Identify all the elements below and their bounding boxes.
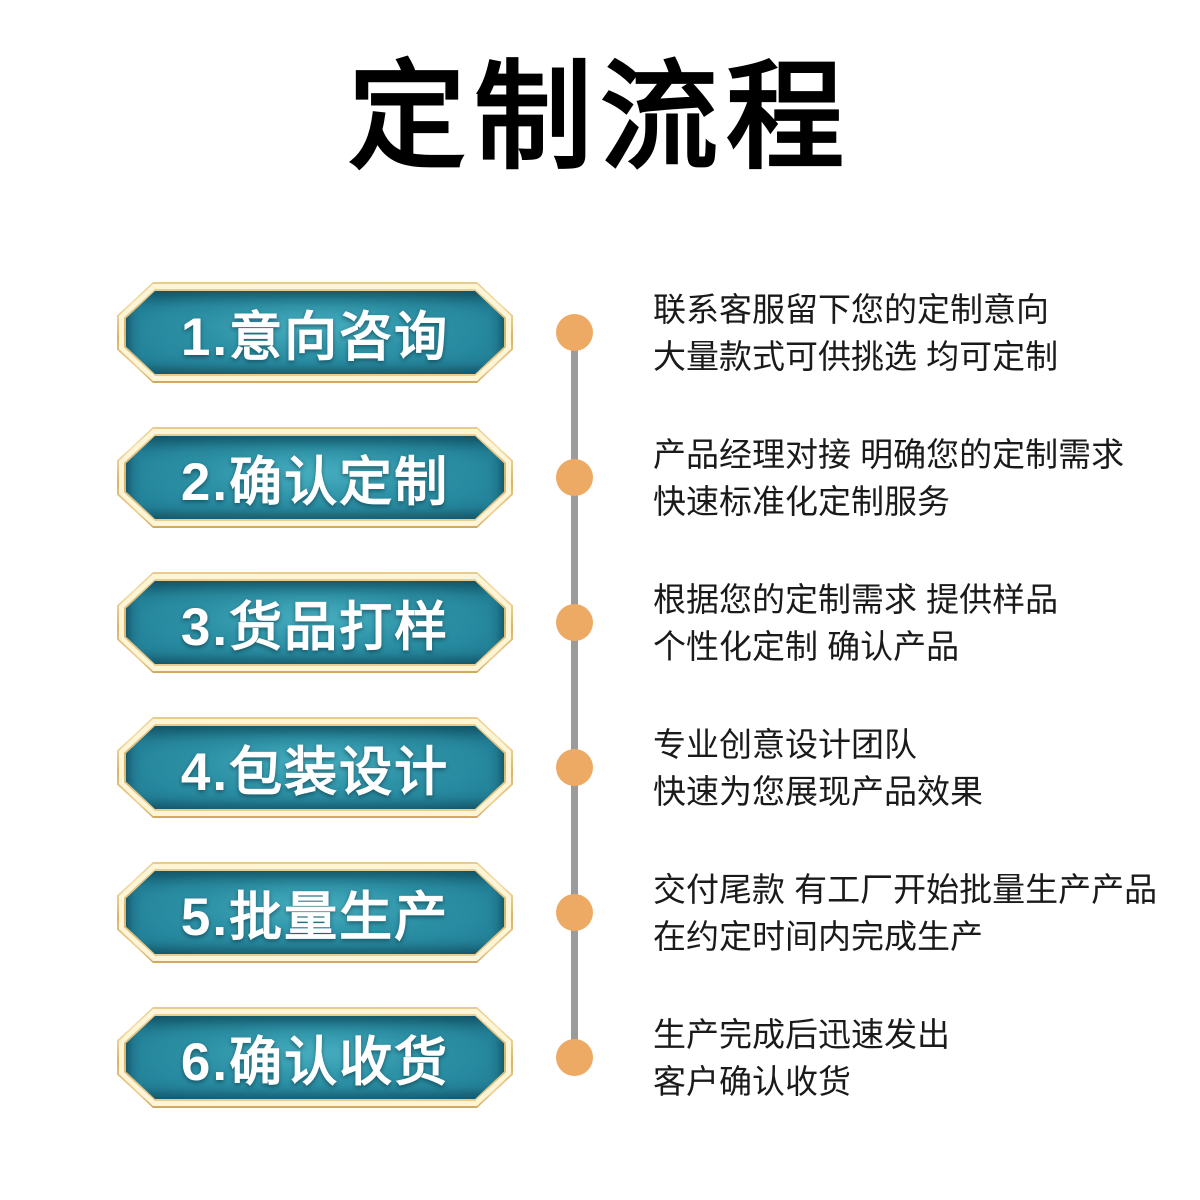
step-description-line1: 生产完成后迅速发出 [653, 1015, 950, 1053]
step-badge-6: 6.确认收货 [117, 1007, 513, 1108]
step-badge-2: 2.确认定制 [117, 427, 513, 528]
step-description: 生产完成后迅速发出 客户确认收货 [653, 1011, 950, 1105]
step-label: 5.批量生产 [180, 887, 450, 947]
timeline-dot [556, 1039, 593, 1076]
step-badge-1: 1.意向咨询 [117, 282, 513, 383]
pill-body: 5.批量生产 [126, 871, 504, 954]
step-badge-4: 4.包装设计 [117, 717, 513, 818]
step-description-line2: 快速标准化定制服务 [653, 482, 950, 520]
pill-body: 3.货品打样 [126, 581, 504, 664]
step-label: 1.意向咨询 [180, 307, 450, 367]
pill-body: 1.意向咨询 [126, 291, 504, 374]
step-row-5: 5.批量生产 交付尾款 有工厂开始批量生产产品 在约定时间内完成生产 [0, 840, 1200, 985]
step-description-line2: 客户确认收货 [653, 1062, 851, 1100]
step-badge-3: 3.货品打样 [117, 572, 513, 673]
step-row-3: 3.货品打样 根据您的定制需求 提供样品 个性化定制 确认产品 [0, 550, 1200, 695]
page-title: 定制流程 [347, 52, 852, 184]
timeline-dot [556, 314, 593, 351]
step-label: 3.货品打样 [180, 597, 450, 657]
step-description-line1: 根据您的定制需求 提供样品 [653, 580, 1059, 618]
pill-body: 4.包装设计 [126, 726, 504, 809]
step-row-6: 6.确认收货 生产完成后迅速发出 客户确认收货 [0, 985, 1200, 1130]
timeline-dot [556, 604, 593, 641]
step-row-1: 1.意向咨询 联系客服留下您的定制意向 大量款式可供挑选 均可定制 [0, 260, 1200, 405]
step-badge-5: 5.批量生产 [117, 862, 513, 963]
step-description: 根据您的定制需求 提供样品 个性化定制 确认产品 [653, 576, 1058, 670]
process-steps: 1.意向咨询 联系客服留下您的定制意向 大量款式可供挑选 均可定制 2.确认定制 [0, 260, 1200, 1140]
step-description: 产品经理对接 明确您的定制需求 快速标准化定制服务 [653, 431, 1124, 525]
pill-body: 2.确认定制 [126, 436, 504, 519]
step-description-line1: 交付尾款 有工厂开始批量生产产品 [653, 870, 1158, 908]
step-label: 2.确认定制 [180, 452, 450, 512]
timeline-dot [556, 749, 593, 786]
step-label: 4.包装设计 [180, 742, 450, 802]
timeline-dot [556, 894, 593, 931]
step-description: 专业创意设计团队 快速为您展现产品效果 [653, 721, 983, 815]
step-label: 6.确认收货 [180, 1032, 450, 1092]
timeline-dot [556, 459, 593, 496]
step-description-line2: 大量款式可供挑选 均可定制 [653, 337, 1059, 375]
step-description-line1: 联系客服留下您的定制意向 [653, 290, 1049, 328]
timeline-line [571, 332, 578, 1058]
step-description-line2: 个性化定制 确认产品 [653, 627, 960, 665]
step-description: 联系客服留下您的定制意向 大量款式可供挑选 均可定制 [653, 286, 1058, 380]
step-description-line1: 专业创意设计团队 [653, 725, 917, 763]
step-description: 交付尾款 有工厂开始批量生产产品 在约定时间内完成生产 [653, 866, 1157, 960]
step-row-4: 4.包装设计 专业创意设计团队 快速为您展现产品效果 [0, 695, 1200, 840]
step-row-2: 2.确认定制 产品经理对接 明确您的定制需求 快速标准化定制服务 [0, 405, 1200, 550]
step-description-line2: 在约定时间内完成生产 [653, 917, 983, 955]
pill-body: 6.确认收货 [126, 1016, 504, 1099]
step-description-line2: 快速为您展现产品效果 [653, 772, 983, 810]
step-description-line1: 产品经理对接 明确您的定制需求 [653, 435, 1125, 473]
